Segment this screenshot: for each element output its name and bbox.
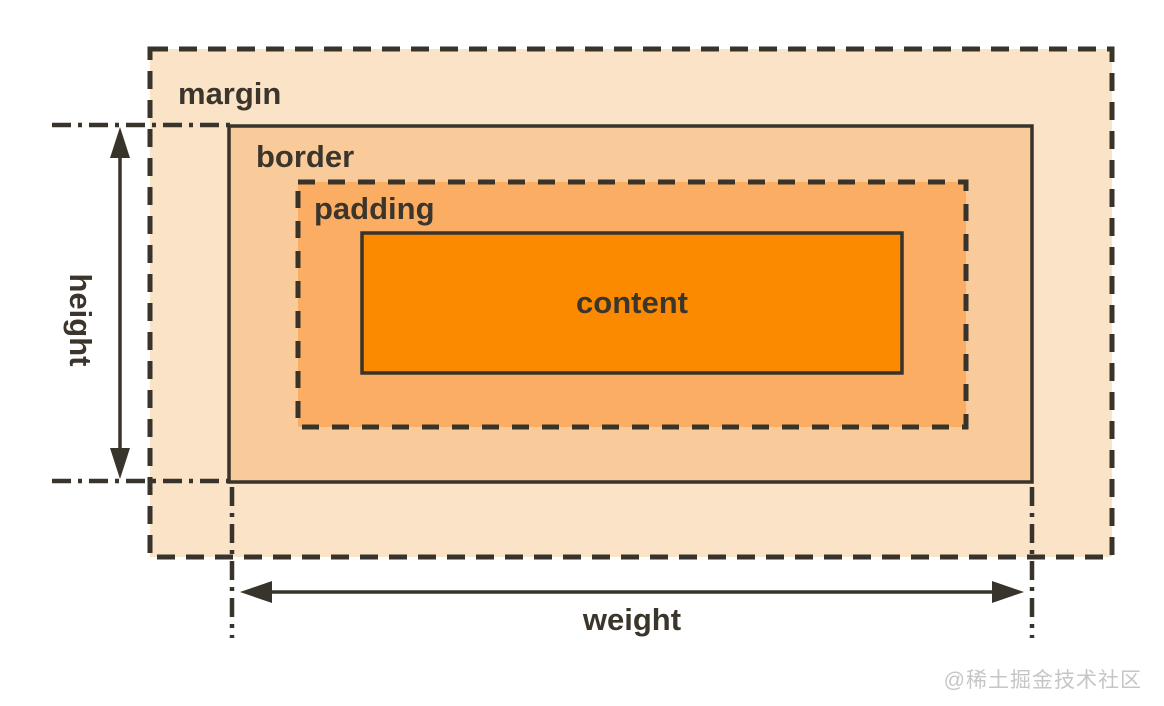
watermark: @稀土掘金技术社区 [943, 669, 1142, 692]
border-label: border [256, 139, 355, 174]
weight-arrow-right-head [992, 581, 1024, 603]
padding-label: padding [314, 191, 435, 226]
height-arrow [110, 127, 130, 479]
height-dimension-label: height [63, 273, 98, 367]
margin-label: margin [178, 76, 282, 111]
weight-arrow-left-head [240, 581, 272, 603]
weight-dimension-label: weight [582, 602, 682, 637]
content-label: content [576, 285, 688, 321]
weight-arrow [240, 581, 1024, 603]
height-arrow-up-head [110, 127, 130, 158]
height-arrow-down-head [110, 448, 130, 479]
